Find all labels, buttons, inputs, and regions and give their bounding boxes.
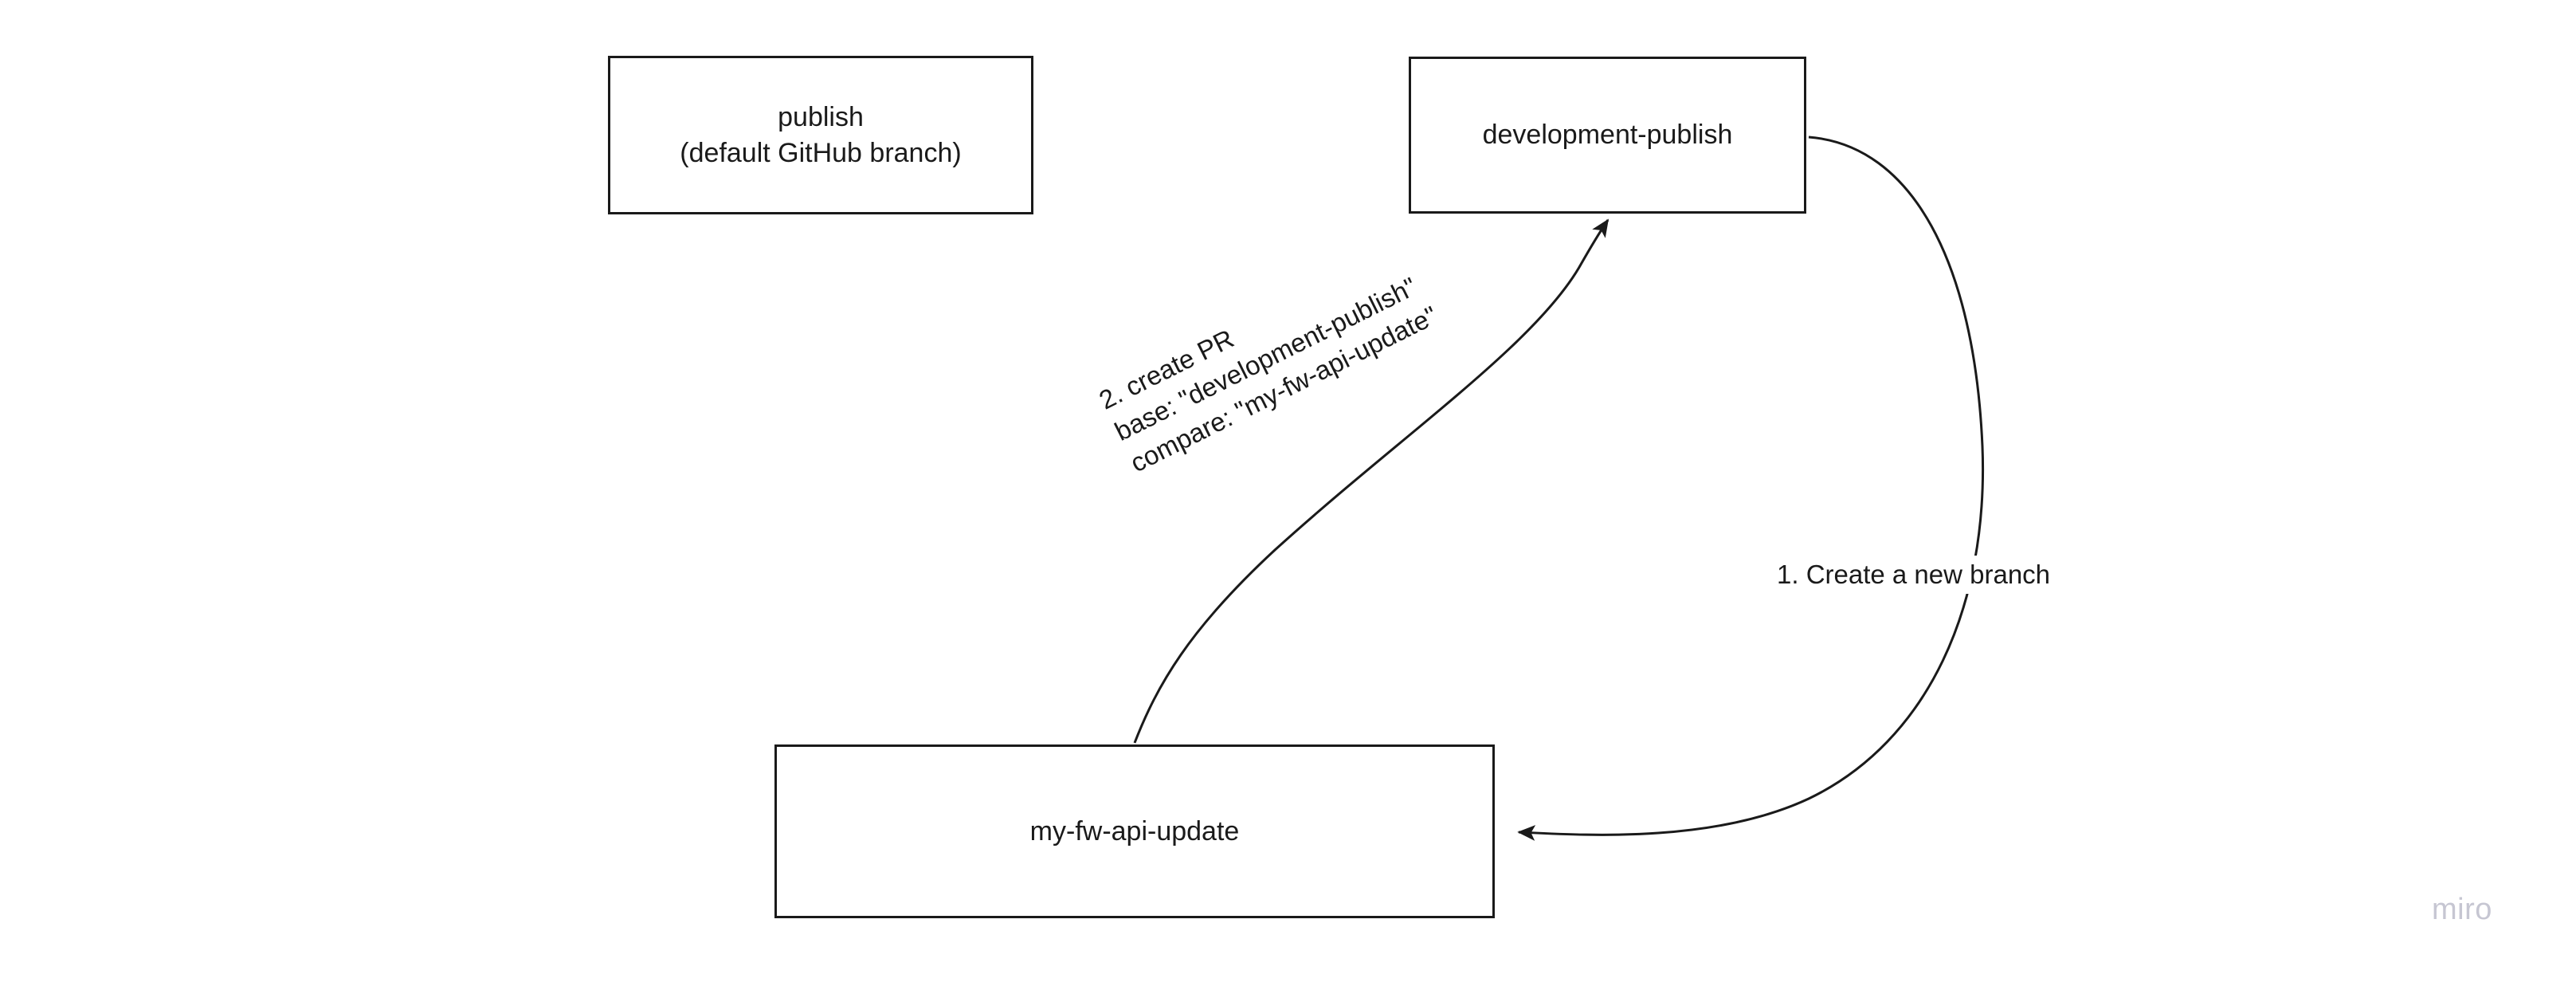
edge-label-create-branch[interactable]: 1. Create a new branch	[1772, 556, 2056, 595]
edge-create-branch-path	[1517, 136, 1985, 841]
miro-watermark: miro	[2432, 893, 2492, 926]
edge-create-pr-path	[1133, 218, 1610, 744]
node-development-publish[interactable]: development-publish	[1409, 57, 1806, 214]
node-publish[interactable]: publish (default GitHub branch)	[608, 56, 1033, 214]
node-my-fw-api-update[interactable]: my-fw-api-update	[774, 744, 1495, 918]
